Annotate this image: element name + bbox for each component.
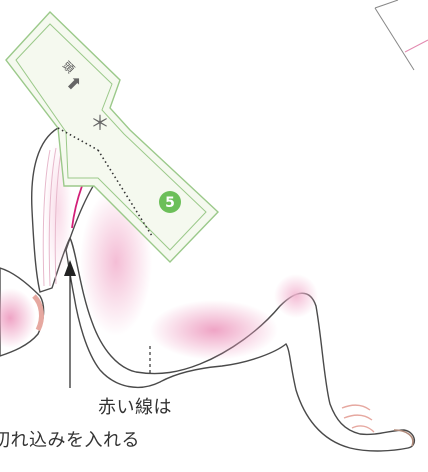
second-panel-corner [374,0,428,71]
step-badge [159,191,181,213]
caption-line-1: 赤い線は [98,397,172,418]
arm-shading [0,288,36,348]
pointer-arrow [64,260,76,388]
step-number: 5 [165,195,175,211]
asterisk-mark: ＊ [90,111,110,135]
knee-shading [274,274,318,318]
caption-line-2: 切れ込みを入れる [0,430,140,451]
body-figure [0,127,415,452]
pattern-piece: 頭 ⬆ ＊ 5 [5,10,219,264]
arm-band [32,294,44,332]
thigh-shading [150,300,278,360]
